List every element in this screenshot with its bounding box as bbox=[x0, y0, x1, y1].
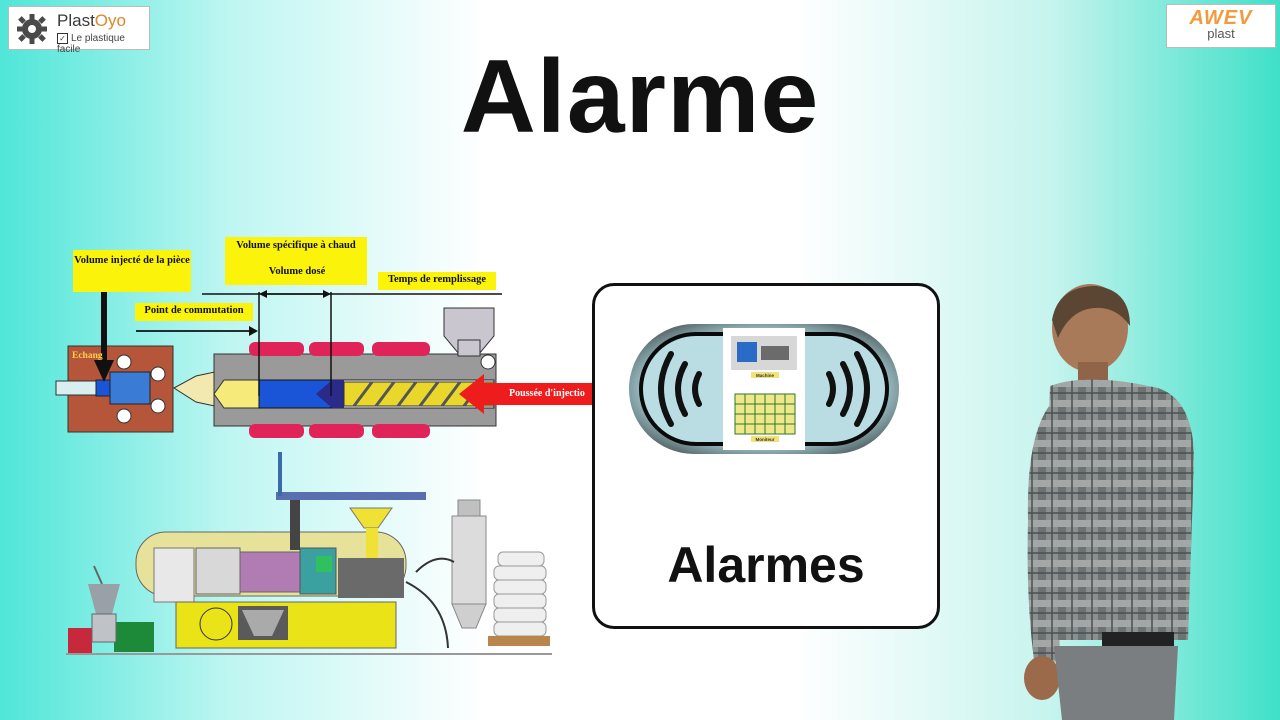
plastoyo-logo: PlastOyo ✓Le plastique facile bbox=[8, 6, 150, 55]
gear-icon bbox=[17, 14, 47, 44]
alarm-illustration: Machine Moniteur bbox=[629, 324, 899, 454]
label-point-commutation: Point de commutation bbox=[135, 303, 253, 321]
inner-label-top: Machine bbox=[756, 373, 775, 378]
echange-label: Echang bbox=[72, 351, 103, 361]
injection-machine-illustration bbox=[66, 452, 552, 655]
inner-label-bottom: Moniteur bbox=[756, 437, 775, 442]
awev-wordmark: AWEV bbox=[1189, 7, 1253, 29]
poussee-label: Poussée d'injectio bbox=[509, 388, 585, 399]
label-temps-remplissage: Temps de remplissage bbox=[378, 272, 496, 290]
brand-tagline: ✓Le plastique facile bbox=[57, 33, 125, 55]
signal-waves-left-icon bbox=[658, 351, 702, 427]
awev-plast-logo: AWEV plast bbox=[1166, 4, 1276, 48]
brand-name: PlastOyo bbox=[57, 11, 126, 30]
label-volume-dose: Volume dosé bbox=[262, 264, 332, 280]
alarmes-card[interactable]: Machine Moniteur Alarmes bbox=[592, 283, 940, 629]
plast-wordmark: plast bbox=[1207, 26, 1235, 41]
injection-unit-diagram: Echang Poussée d'injectio bbox=[55, 282, 594, 438]
alarmes-label: Alarmes bbox=[667, 537, 865, 593]
signal-waves-right-icon bbox=[826, 351, 870, 427]
page-title: Alarme bbox=[460, 39, 820, 155]
presenter-figure bbox=[1024, 284, 1194, 720]
label-volume-injecte: Volume injecté de la pièce bbox=[73, 250, 191, 292]
